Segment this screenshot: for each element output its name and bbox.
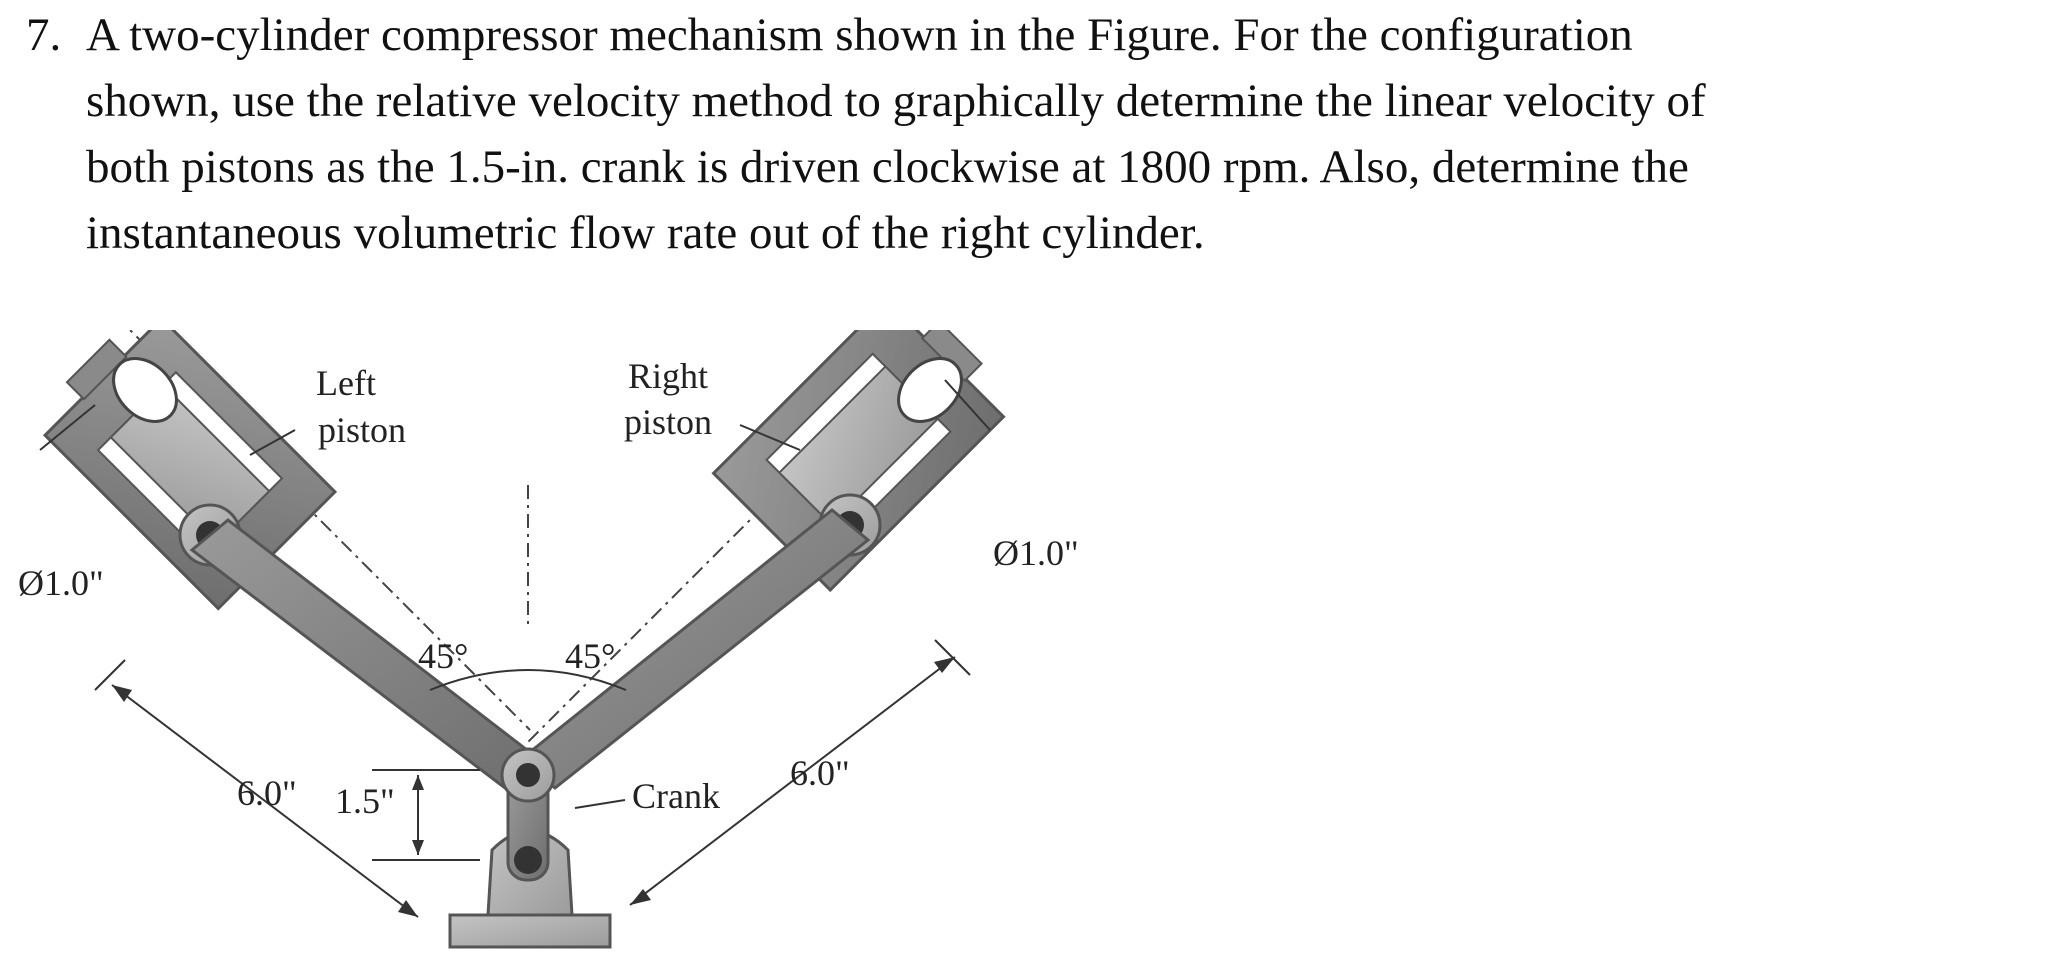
left-diameter-label: Ø1.0"	[18, 563, 104, 603]
right-length-label: 6.0"	[790, 753, 850, 793]
left-angle-label: 45°	[418, 636, 468, 676]
left-length-label: 6.0"	[237, 773, 297, 813]
crank-length-label: 1.5"	[335, 781, 395, 821]
problem-number: 7.	[26, 9, 62, 61]
right-angle-label: 45°	[565, 636, 615, 676]
right-piston-label-line1: Right	[628, 356, 708, 396]
problem-line-1: A two-cylinder compressor mechanism show…	[86, 9, 1633, 61]
problem-statement: 7. A two-cylinder compressor mechanism s…	[26, 2, 2006, 266]
right-diameter-label: Ø1.0"	[993, 533, 1079, 573]
connecting-rods	[189, 508, 871, 790]
compressor-figure: Left piston Right piston Ø1.0" Ø1.0" 45°…	[18, 330, 1079, 949]
crank-label: Crank	[632, 776, 720, 816]
problem-line-2: shown, use the relative velocity method …	[86, 75, 1706, 127]
arrowheads	[112, 657, 955, 917]
problem-line-4: instantaneous volumetric flow rate out o…	[86, 207, 1205, 259]
right-piston-label-line2: piston	[624, 402, 712, 442]
left-piston-label-line1: Left	[316, 363, 376, 403]
dimension-lines	[39, 379, 991, 918]
problem-line-3: both pistons as the 1.5-in. crank is dri…	[86, 141, 1689, 193]
left-piston-label-line2: piston	[318, 410, 406, 450]
crank-assembly	[448, 747, 612, 949]
